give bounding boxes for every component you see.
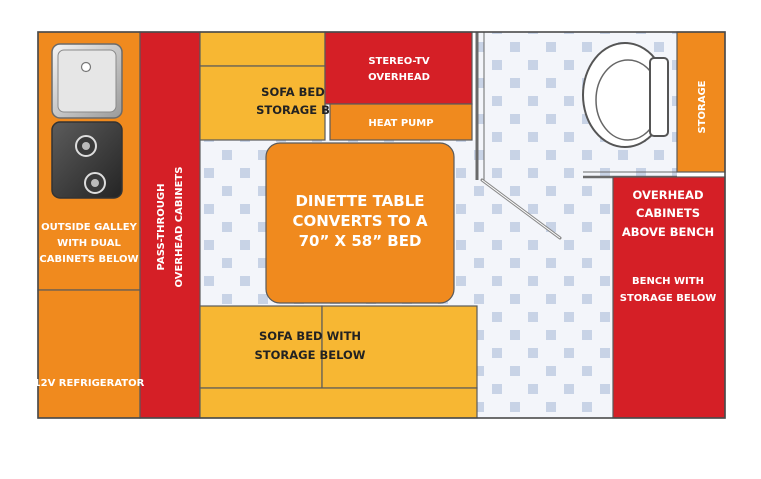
overhead-cabinets-label-3: ABOVE BENCH bbox=[622, 225, 714, 239]
toilet-icon bbox=[582, 42, 669, 148]
pass-through-label-1: PASS-THROUGH bbox=[156, 184, 167, 271]
overhead-cabinets-bench bbox=[612, 176, 726, 419]
refrigerator-cabinet bbox=[37, 289, 141, 419]
bench-storage-label-2: STORAGE BELOW bbox=[620, 293, 716, 304]
storage-label: STORAGE bbox=[697, 80, 708, 133]
trailer-outline bbox=[37, 31, 726, 419]
sofa-bed-bottom-left bbox=[199, 305, 323, 389]
heat-pump bbox=[329, 103, 473, 141]
sofa-bed-top-label-1: SOFA BED bbox=[261, 85, 325, 99]
sofa-bed-bottom-label-1: SOFA BED WITH bbox=[259, 329, 361, 343]
sink-icon bbox=[51, 43, 123, 119]
dinette-label-2: CONVERTS TO A bbox=[292, 212, 428, 230]
heat-pump-label: HEAT PUMP bbox=[368, 118, 433, 129]
outside-galley-label-1: OUTSIDE GALLEY bbox=[41, 222, 138, 233]
sofa-bed-bottom-label-2: STORAGE BELOW bbox=[255, 348, 366, 362]
bench-storage-label-1: BENCH WITH bbox=[632, 276, 704, 287]
pass-through-cabinets bbox=[139, 31, 201, 419]
dinette-table bbox=[265, 142, 455, 304]
stove-burner-icon bbox=[51, 121, 123, 199]
overhead-cabinets-label-2: CABINETS bbox=[636, 206, 700, 220]
dinette-label-3: 70” X 58” BED bbox=[299, 232, 422, 250]
sofa-bed-bottom-right bbox=[321, 305, 478, 389]
sofa-bed-bottom-front bbox=[199, 387, 478, 419]
pass-through-label-2: OVERHEAD CABINETS bbox=[174, 167, 185, 288]
outside-galley-label-3: CABINETS BELOW bbox=[39, 254, 138, 265]
outside-galley-label-2: WITH DUAL bbox=[57, 238, 121, 249]
sofa-bed-top-label-2: STORAGE B bbox=[256, 103, 330, 117]
stereo-tv-label-1: STEREO-TV bbox=[368, 56, 430, 67]
dinette-label-1: DINETTE TABLE bbox=[295, 192, 424, 210]
bathroom-storage bbox=[676, 31, 726, 173]
sofa-bed-top-back bbox=[199, 31, 326, 67]
shower-door-icon bbox=[480, 178, 562, 240]
stereo-tv-overhead bbox=[324, 31, 473, 105]
stereo-tv-label-2: OVERHEAD bbox=[368, 72, 430, 83]
overhead-cabinets-label-1: OVERHEAD bbox=[632, 188, 703, 202]
refrigerator-label: 12V REFRIGERATOR bbox=[34, 378, 145, 389]
